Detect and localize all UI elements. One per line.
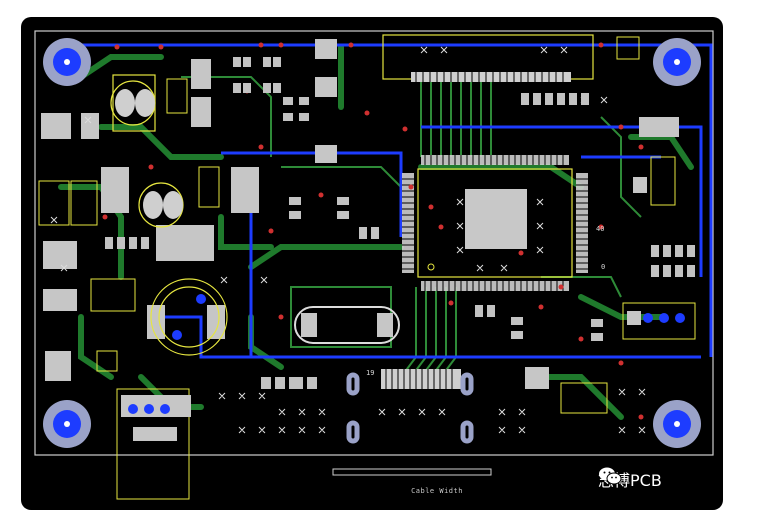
mounting-holes: [43, 38, 701, 448]
designator-19: 19: [366, 369, 375, 377]
watermark: 志博PCB: [598, 466, 662, 492]
designator-0: 0: [601, 263, 606, 271]
power-connector: [121, 395, 191, 441]
bottom-connector: [346, 369, 474, 444]
board-outline: [34, 30, 714, 456]
designator-40: 40: [596, 225, 605, 233]
pcb-artwork: [34, 30, 714, 500]
cable-width-label: Cable Width: [411, 487, 463, 495]
drill-marks: [50, 46, 646, 434]
passive-components: [105, 57, 695, 389]
wechat-icon: [599, 467, 622, 485]
smd-pads: [41, 39, 679, 389]
header-4pin: [627, 311, 685, 325]
vias: [102, 42, 644, 420]
silkscreen-outlines: [38, 36, 696, 500]
top-connector: [382, 34, 594, 82]
main-mcu: [402, 155, 588, 291]
bottom-copper-traces: [71, 43, 713, 359]
cable-width-guide: [332, 468, 492, 476]
inductor-pads: [115, 89, 206, 340]
crystal: [294, 306, 400, 344]
pcb-board: 19 40 0 Cable Width 志博PCB: [21, 17, 723, 510]
